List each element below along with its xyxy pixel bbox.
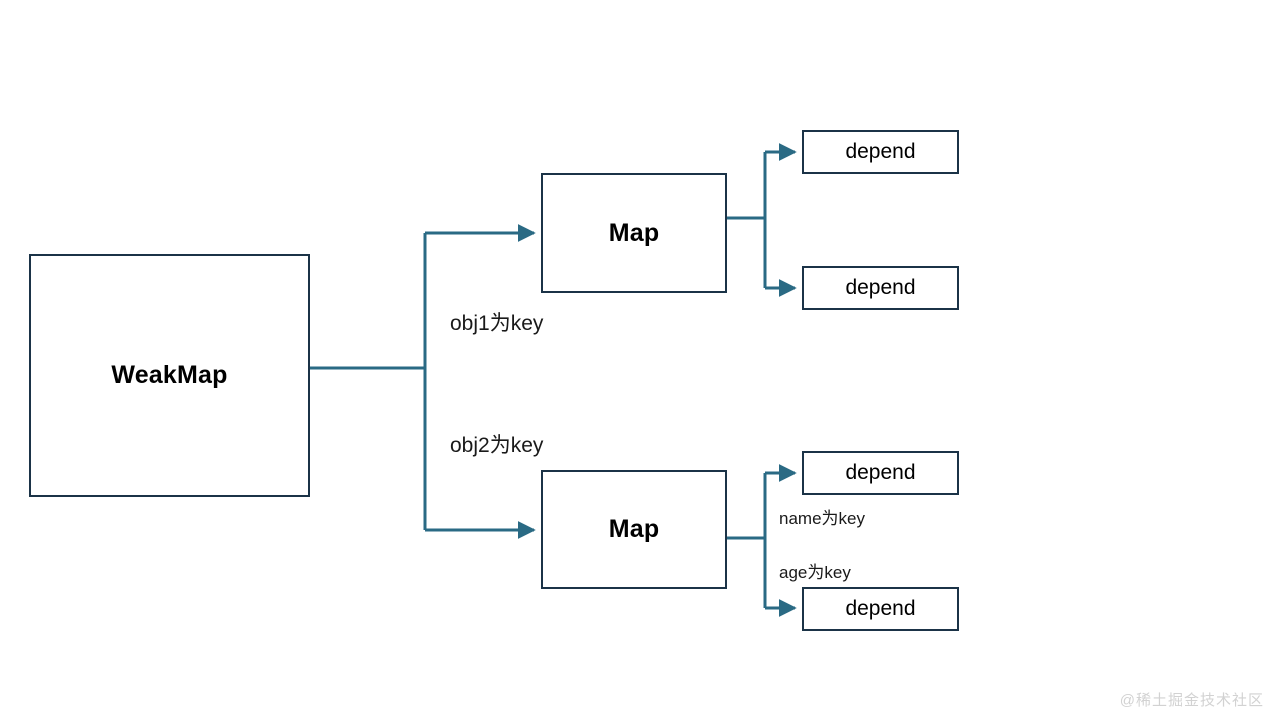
node-depend-3-label: depend xyxy=(845,461,916,484)
node-depend-1[interactable]: depend xyxy=(802,130,959,174)
node-map-bottom-label: Map xyxy=(608,515,660,543)
node-map-top[interactable]: Map xyxy=(541,173,727,293)
node-depend-4[interactable]: depend xyxy=(802,587,959,631)
edge-label-name-key: name为key xyxy=(779,509,865,528)
node-depend-2-label: depend xyxy=(845,276,916,299)
node-weakmap[interactable]: WeakMap xyxy=(29,254,310,497)
node-map-bottom[interactable]: Map xyxy=(541,470,727,589)
node-depend-1-label: depend xyxy=(845,140,916,163)
node-weakmap-label: WeakMap xyxy=(111,361,228,389)
node-depend-2[interactable]: depend xyxy=(802,266,959,310)
edge-label-obj1-key: obj1为key xyxy=(450,312,544,335)
watermark: @稀土掘金技术社区 xyxy=(1119,692,1264,709)
node-depend-3[interactable]: depend xyxy=(802,451,959,495)
edge-label-age-key: age为key xyxy=(779,563,851,582)
node-map-top-label: Map xyxy=(608,218,660,247)
node-depend-4-label: depend xyxy=(845,597,916,620)
edge-label-obj2-key: obj2为key xyxy=(450,434,544,457)
